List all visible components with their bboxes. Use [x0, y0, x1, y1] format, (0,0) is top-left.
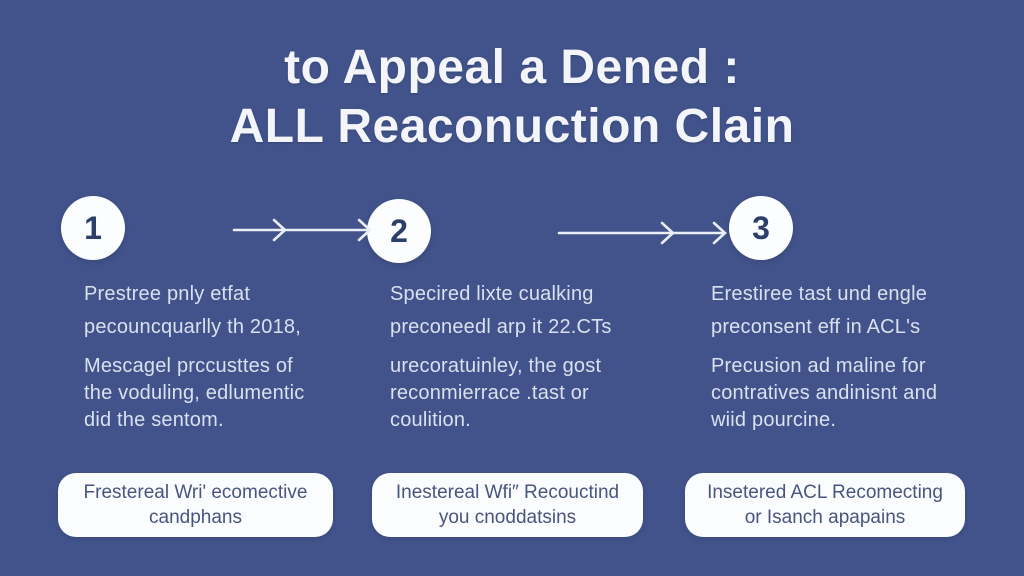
text-line: pecouncquarlly th 2018, — [84, 316, 301, 338]
step-3-paragraph-1: Erestiree tast und engle preconsent eff … — [711, 278, 981, 344]
step-1-number: 1 — [84, 209, 102, 246]
step-3-number: 3 — [752, 209, 770, 246]
text-line: contratives andinisnt and — [711, 382, 938, 404]
text-line: Precusion ad maline for — [711, 355, 926, 377]
text-line: Insetered ACL Recomecting — [707, 482, 943, 503]
page-title: to Appeal a Dened : ALL Reaconuction Cla… — [0, 38, 1024, 156]
text-line: wiid pourcine. — [711, 409, 837, 431]
step-2-footer-text: Inestereal Wfi″ Recouctind you cnoddatsi… — [396, 480, 619, 530]
text-line: did the sentom. — [84, 409, 224, 431]
step-3-footer-card: Insetered ACL Recomecting or Isanch apap… — [685, 473, 965, 537]
text-line: preconsent eff in ACL's — [711, 316, 921, 338]
step-2-circle: 2 — [367, 199, 431, 263]
page-title-line-1: to Appeal a Dened : — [284, 41, 740, 94]
text-line: the voduling, edlumentic — [84, 382, 305, 404]
step-2-number: 2 — [390, 212, 408, 249]
text-line: Specired lixte cualking — [390, 283, 594, 305]
step-2-description: Specired lixte cualking preconeedl arp i… — [390, 278, 650, 434]
step-3-circle: 3 — [729, 196, 793, 260]
text-line: Erestiree tast und engle — [711, 283, 928, 305]
text-line: coulition. — [390, 409, 471, 431]
step-1-circle: 1 — [61, 196, 125, 260]
text-line: Frestereal Wri' ecomective — [83, 482, 308, 503]
text-line: reconmierrace .tast or — [390, 382, 589, 404]
text-line: Mescagel prccusttes of — [84, 355, 293, 377]
step-1-footer-text: Frestereal Wri' ecomective candphans — [84, 480, 308, 530]
arrow-right-icon — [557, 221, 727, 245]
text-line: candphans — [149, 507, 242, 528]
step-1-description: Prestree pnly etfat pecouncquarlly th 20… — [84, 278, 344, 434]
text-line: you cnoddatsins — [438, 507, 577, 528]
step-3-footer-text: Insetered ACL Recomecting or Isanch apap… — [707, 480, 943, 530]
step-2-paragraph-2: urecoratuinley, the gost reconmierrace .… — [390, 353, 650, 434]
step-1-footer-card: Frestereal Wri' ecomective candphans — [58, 473, 333, 537]
text-line: or Isanch apapains — [744, 507, 906, 528]
step-3-paragraph-2: Precusion ad maline for contratives andi… — [711, 353, 981, 434]
step-2-paragraph-1: Specired lixte cualking preconeedl arp i… — [390, 278, 650, 344]
text-line: Inestereal Wfi″ Recouctind — [395, 482, 620, 503]
page-title-line-2: ALL Reaconuction Clain — [229, 100, 795, 153]
step-1-paragraph-1: Prestree pnly etfat pecouncquarlly th 20… — [84, 278, 344, 344]
step-2-footer-card: Inestereal Wfi″ Recouctind you cnoddatsi… — [372, 473, 643, 537]
text-line: preconeedl arp it 22.CTs — [390, 316, 612, 338]
text-line: urecoratuinley, the gost — [390, 355, 602, 377]
step-3-description: Erestiree tast und engle preconsent eff … — [711, 278, 981, 434]
step-1-paragraph-2: Mescagel prccusttes of the voduling, edl… — [84, 353, 344, 434]
text-line: Prestree pnly etfat — [84, 283, 251, 305]
arrow-right-icon — [232, 218, 372, 242]
